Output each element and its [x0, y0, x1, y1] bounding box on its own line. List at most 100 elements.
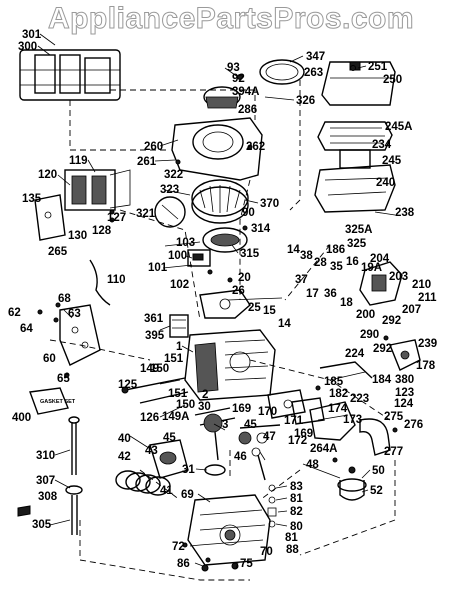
part-label-151b: 151: [168, 388, 188, 400]
part-label-325: 325: [347, 238, 367, 250]
part-label-234: 234: [372, 139, 392, 151]
part-label-305: 305: [32, 519, 52, 531]
part-label-72: 72: [172, 541, 185, 553]
part-label-301: 301: [22, 29, 42, 41]
part-label-315: 315: [240, 248, 260, 260]
part-label-326: 326: [296, 95, 315, 107]
part-label-265: 265: [48, 246, 68, 258]
part-label-82: 82: [290, 506, 303, 518]
part-label-65: 65: [57, 373, 70, 385]
part-label-2: 2: [202, 389, 208, 401]
part-label-41: 41: [160, 485, 173, 497]
part-label-81a: 81: [290, 493, 303, 505]
part-label-69: 69: [181, 489, 194, 501]
part-label-120: 120: [38, 169, 57, 181]
part-label-60: 60: [43, 353, 56, 365]
part-label-63: 63: [68, 308, 81, 320]
part-label-26: 26: [232, 285, 245, 297]
part-label-245A: 245A: [385, 121, 413, 133]
screw-hardware-part: [37, 65, 398, 563]
part-label-18: 18: [340, 297, 353, 309]
part-label-35: 35: [330, 261, 343, 273]
part-label-286: 286: [238, 104, 257, 116]
part-label-93: 93: [227, 62, 240, 74]
part-label-46: 46: [234, 451, 247, 463]
part-label-169b: 169: [294, 428, 313, 440]
part-label-16: 16: [346, 256, 359, 268]
part-label-101: 101: [148, 262, 168, 274]
part-label-275: 275: [384, 411, 404, 423]
rewind-starter-ring-part: [259, 59, 305, 85]
governor-assembly-part: [359, 261, 403, 306]
part-label-19A: 19A: [361, 262, 382, 274]
crankshaft-part: [194, 407, 236, 461]
part-label-262: 262: [246, 141, 265, 153]
thrust-washer-part: [204, 464, 226, 476]
part-label-90: 90: [242, 207, 255, 219]
part-label-211: 211: [418, 292, 437, 304]
dipstick-seal-part: [17, 505, 31, 517]
cylinder-block-part: [184, 329, 276, 401]
part-label-292b: 292: [373, 343, 392, 355]
part-label-103: 103: [176, 237, 195, 249]
part-label-86: 86: [177, 558, 190, 570]
part-label-50: 50: [372, 465, 385, 477]
part-label-264A: 264A: [310, 443, 338, 455]
breather-part: [199, 289, 251, 319]
part-label-81b: 81: [285, 532, 298, 544]
part-label-210: 210: [412, 279, 431, 291]
part-label-361: 361: [144, 313, 164, 325]
part-label-277: 277: [384, 446, 403, 458]
part-label-45b: 45: [244, 419, 257, 431]
intake-gasket-part: [267, 389, 325, 425]
part-label-102: 102: [170, 279, 189, 291]
mounting-bracket-part: [59, 304, 101, 366]
part-label-224: 224: [345, 348, 365, 360]
part-label-64: 64: [20, 323, 33, 335]
part-label-238: 238: [395, 207, 415, 219]
part-label-325A: 325A: [345, 224, 373, 236]
part-label-169a: 169: [232, 403, 251, 415]
part-label-307: 307: [36, 475, 55, 487]
piston-rings-part: [115, 470, 171, 496]
control-linkage-part: [319, 361, 373, 381]
part-label-47: 47: [263, 431, 276, 443]
carburetor-part: [64, 169, 131, 211]
assembly-guide-lines: [49, 80, 396, 581]
part-label-300: 300: [18, 41, 37, 53]
part-label-292a: 292: [382, 315, 401, 327]
ignition-armature-part: [202, 227, 248, 253]
part-label-110: 110: [107, 274, 126, 286]
air-filter-base-part: [314, 149, 396, 213]
blower-housing-part: [171, 117, 263, 181]
part-label-395: 395: [145, 330, 165, 342]
part-label-186: 186: [326, 244, 345, 256]
part-label-290: 290: [360, 329, 379, 341]
part-label-323: 323: [160, 184, 179, 196]
part-label-38: 38: [300, 250, 313, 262]
part-label-37: 37: [295, 274, 308, 286]
part-label-125: 125: [118, 379, 138, 391]
muffler-part: [19, 49, 121, 101]
part-label-36: 36: [324, 288, 337, 300]
part-label-1: 1: [176, 341, 183, 353]
part-label-100: 100: [168, 250, 187, 262]
part-label-261: 261: [137, 156, 157, 168]
part-label-14b: 14: [278, 318, 291, 330]
part-label-182: 182: [329, 388, 348, 400]
part-label-30: 30: [198, 401, 211, 413]
part-number-labels: 301 300 347 263 251 250 93 92 394A 326 2…: [8, 29, 437, 570]
dipstick-tube-part: [65, 416, 83, 535]
part-label-204: 204: [370, 253, 390, 265]
part-label-240: 240: [376, 177, 395, 189]
part-label-203: 203: [389, 271, 408, 283]
part-label-172: 172: [288, 435, 307, 447]
part-label-83: 83: [290, 481, 303, 493]
part-label-149A: 149A: [162, 411, 190, 423]
part-label-88: 88: [286, 544, 299, 556]
part-label-123: 123: [395, 387, 414, 399]
part-label-321: 321: [136, 208, 156, 220]
leader-lines: [37, 33, 371, 569]
